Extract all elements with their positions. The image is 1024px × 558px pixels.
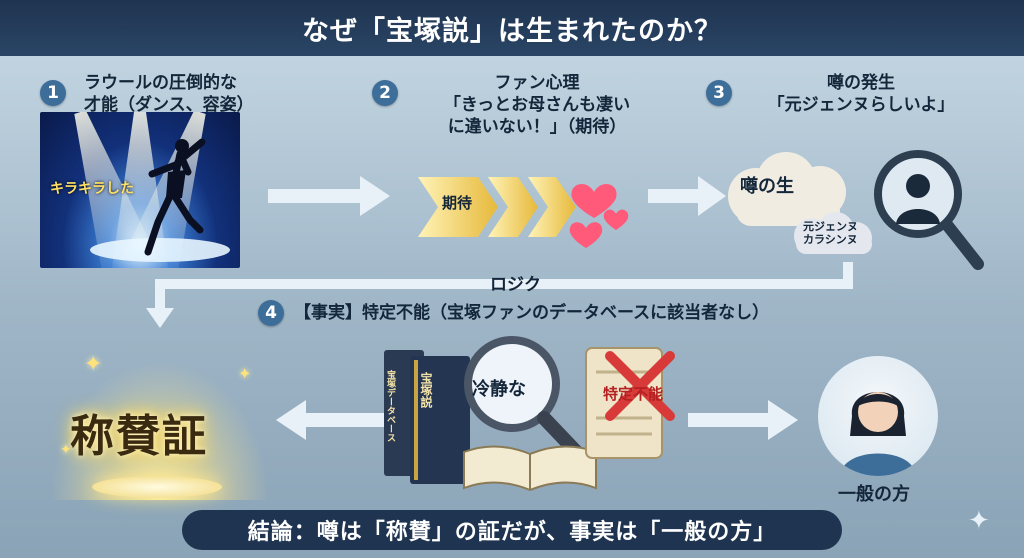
- step-3-line1: 噂の発生: [827, 73, 895, 93]
- step-1-text: ラウールの圧倒的な 才能（ダンス、容姿）: [84, 72, 254, 116]
- arrow-right-icon: [648, 176, 726, 216]
- stage-illustration: キラキラした: [40, 112, 240, 268]
- praise-proof-label: 称賛証: [70, 411, 208, 462]
- step-2-line1: ファン心理: [494, 73, 580, 93]
- step-4-text: 【事実】特定不能（宝塚ファンのデータベースに該当者なし）: [294, 303, 770, 323]
- praise-pedestal: [92, 476, 222, 498]
- step-3-line2: 「元ジェンヌらしいよ」: [767, 95, 955, 115]
- step-1-number: 1: [40, 80, 66, 106]
- conclusion-banner: 結論：噂は「称賛」の証だが、事実は「一般の方」: [182, 510, 842, 550]
- step-4-number: 4: [258, 300, 284, 326]
- cross-mark-icon: [605, 351, 675, 421]
- logic-path-arrow: [146, 262, 853, 328]
- hearts-icon: [569, 184, 629, 248]
- book-title: 宝塚説: [419, 372, 433, 408]
- dancer-silhouette-icon: [90, 138, 230, 262]
- arrow-right-icon: [268, 176, 390, 216]
- sparkle-icon: ✦: [238, 364, 252, 383]
- woman-icon: [840, 392, 916, 476]
- sparkle-icon: ✦: [60, 442, 72, 458]
- step-3-text: 噂の発生 「元ジェンヌらしいよ」: [746, 72, 976, 116]
- magnifier-person-icon: [874, 150, 984, 270]
- expectation-label: 期待: [442, 194, 473, 212]
- arrow-right-icon: [688, 400, 798, 440]
- step-3-number: 3: [706, 80, 732, 106]
- step-2-line3: に違いない！」（期待）: [447, 117, 627, 137]
- open-book-icon: [463, 445, 597, 492]
- sparkle-label: キラキラした: [50, 181, 134, 197]
- page-title: なぜ「宝塚説」は生まれたのか？: [302, 15, 722, 47]
- step-2-text: ファン心理 「きっとお母さんも凄い に違いない！」（期待）: [412, 72, 662, 138]
- chevron-arrows-icon: [418, 177, 576, 237]
- rumor-cloud-icon: [728, 152, 872, 254]
- step-2-line2: 「きっとお母さんも凄い: [443, 95, 631, 115]
- step-2-number: 2: [372, 80, 398, 106]
- rumor-small-line2: カラシンヌ: [803, 233, 858, 246]
- magnifier-label: 冷静な: [472, 379, 526, 400]
- rumor-small-cloud: 元ジェンヌ カラシンヌ: [803, 220, 858, 246]
- person-avatar: [818, 356, 938, 476]
- rumor-small-line1: 元ジェンヌ: [803, 220, 858, 233]
- sparkle-icon: ✦: [84, 352, 103, 377]
- sparkle-icon: ✦: [968, 506, 990, 536]
- step-1-line2: 才能（ダンス、容姿）: [84, 95, 254, 115]
- person-label: 一般の方: [838, 484, 910, 505]
- logic-label: ロジク: [490, 275, 541, 295]
- title-bar: なぜ「宝塚説」は生まれたのか？: [0, 0, 1024, 56]
- database-books-icon: [384, 350, 470, 484]
- step-1-line1: ラウールの圧倒的な: [84, 73, 237, 93]
- unidentifiable-label: 特定不能: [603, 385, 664, 403]
- book-subtitle: 宝塚データベース: [385, 370, 395, 442]
- rumor-cloud-text: 噂の生: [740, 176, 794, 197]
- arrow-left-icon: [276, 400, 386, 440]
